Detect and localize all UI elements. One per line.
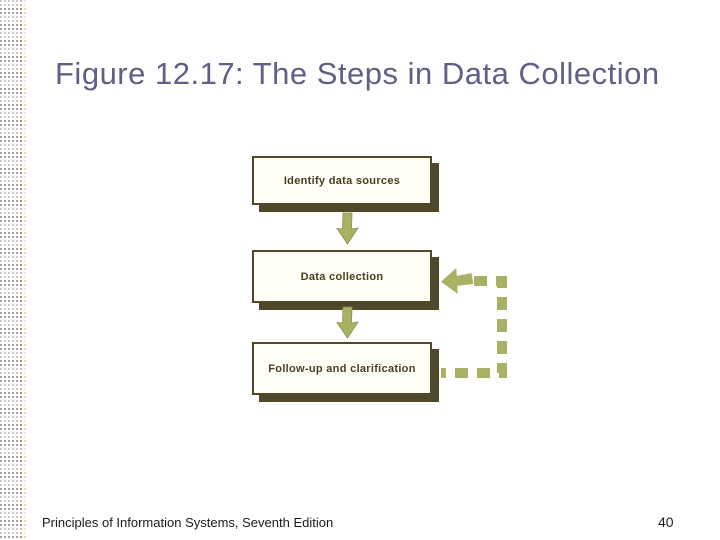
dotted-border-decoration xyxy=(0,0,26,540)
slide-title: Figure 12.17: The Steps in Data Collecti… xyxy=(55,56,660,91)
left-arrowhead-icon xyxy=(441,267,474,294)
down-arrow-icon xyxy=(336,212,359,245)
flow-box-label: Data collection xyxy=(300,270,384,283)
flow-box-label: Follow-up and clarification xyxy=(268,362,416,375)
footer-citation: Principles of Information Systems, Seven… xyxy=(42,515,334,530)
down-arrow-icon xyxy=(336,306,359,339)
page-number: 40 xyxy=(658,514,674,530)
flow-box-identify-data-sources: Identify data sources xyxy=(252,156,432,205)
feedback-dashed-line xyxy=(441,276,507,378)
flow-box-label: Identify data sources xyxy=(283,174,401,187)
flow-box-data-collection: Data collection xyxy=(252,250,432,303)
flow-box-follow-up-and-clarification: Follow-up and clarification xyxy=(252,342,432,395)
